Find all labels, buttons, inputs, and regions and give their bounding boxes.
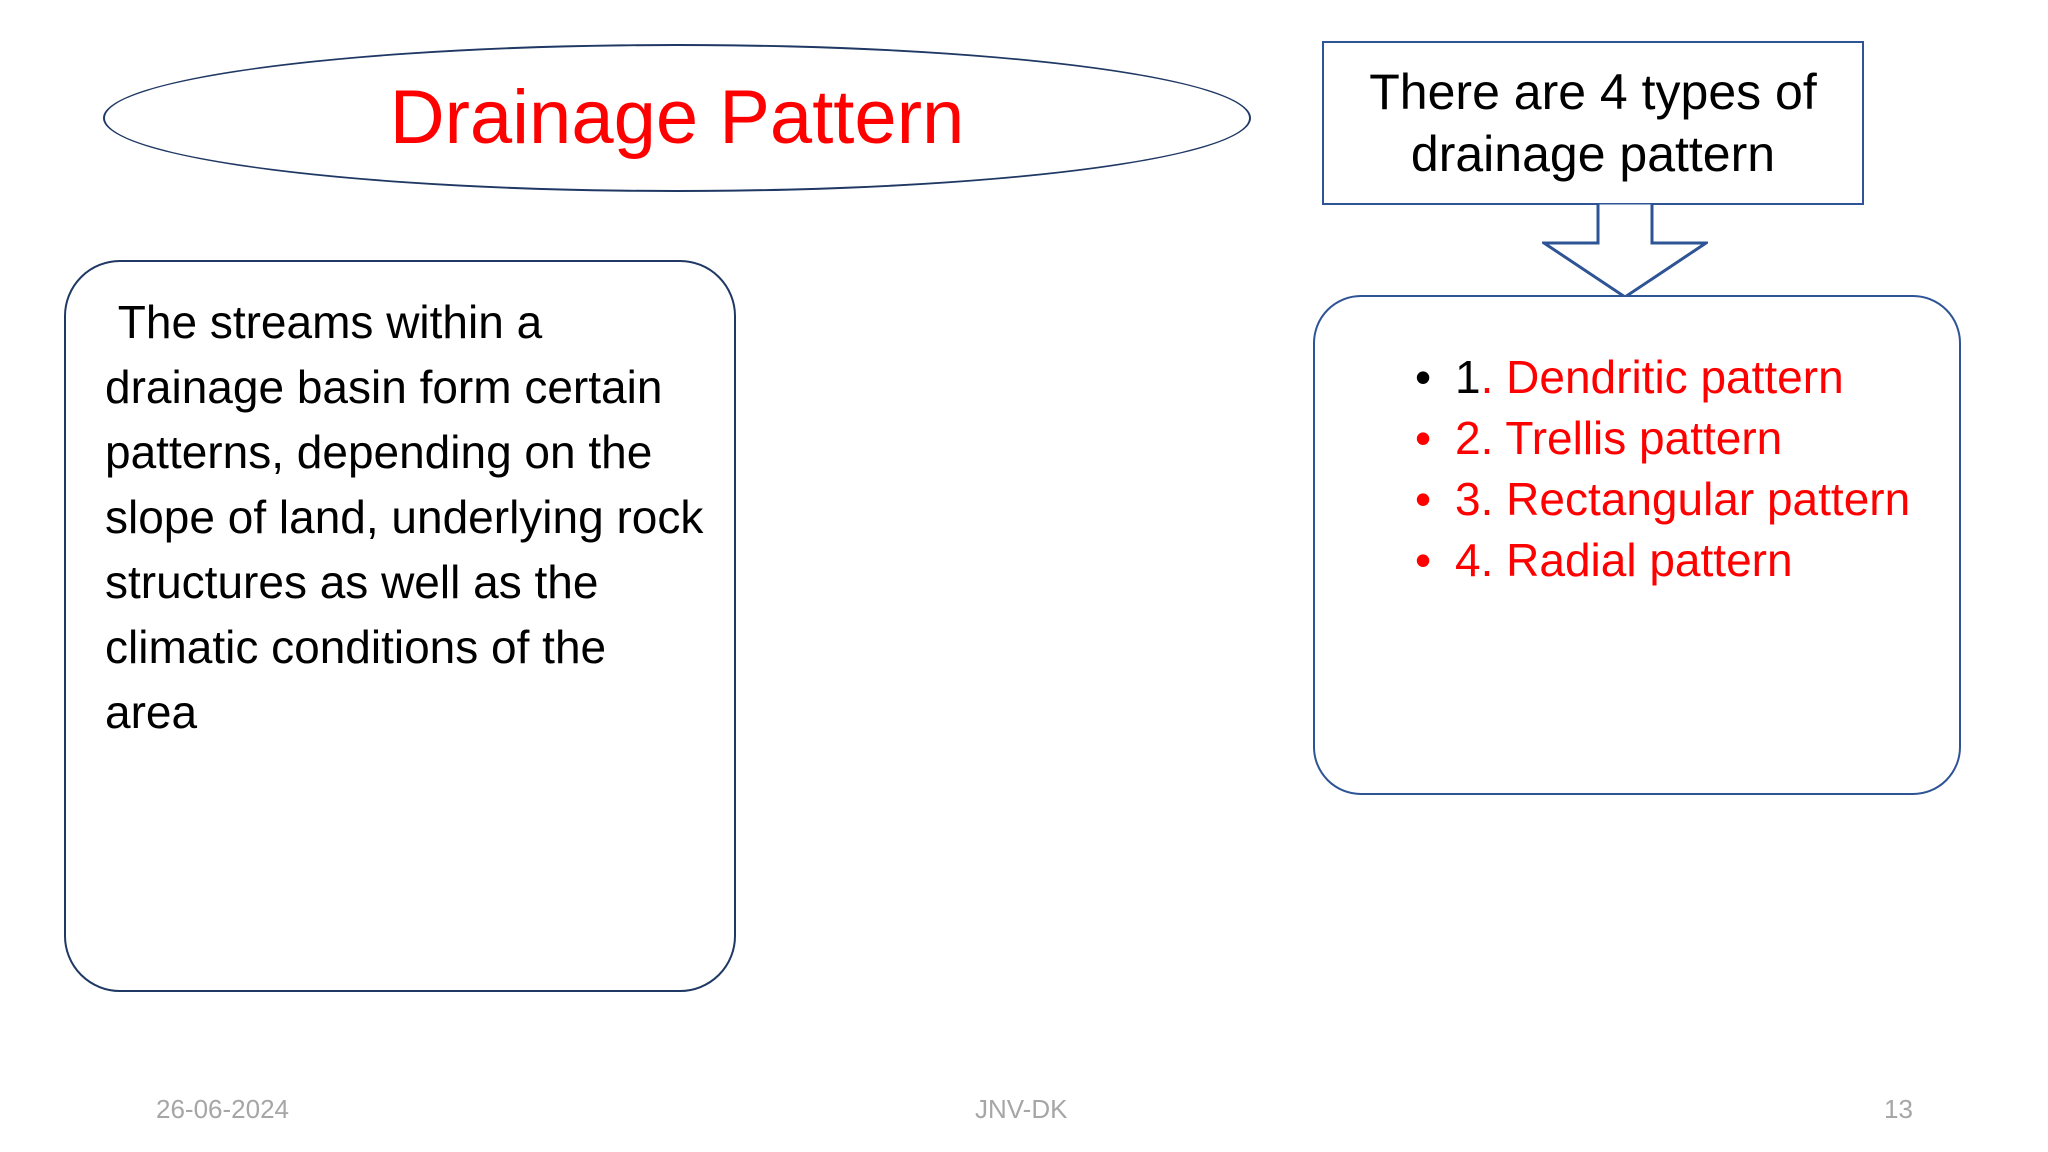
list-item: • 4. Radial pattern bbox=[1395, 531, 1935, 589]
description-text: The streams within a drainage basin form… bbox=[105, 296, 704, 738]
list-item: • 3. Rectangular pattern bbox=[1395, 470, 1935, 528]
bullet-icon: • bbox=[1415, 534, 1432, 586]
bullet-icon: • bbox=[1415, 351, 1432, 403]
list-item-label: . Rectangular pattern bbox=[1480, 473, 1911, 525]
description-box-shape bbox=[64, 260, 736, 992]
list-item-label: . Radial pattern bbox=[1480, 534, 1793, 586]
types-callout-line-2: drainage pattern bbox=[1410, 126, 1776, 182]
list-item: • 1. Dendritic pattern bbox=[1395, 348, 1935, 406]
footer-date: 26-06-2024 bbox=[156, 1094, 289, 1124]
page-title: Drainage Pattern bbox=[389, 75, 965, 161]
types-callout-line-1: There are 4 types of bbox=[1369, 64, 1817, 120]
footer-page-number: 13 bbox=[1884, 1094, 1913, 1124]
down-arrow-icon bbox=[1542, 203, 1708, 299]
list-item-label: . Trellis pattern bbox=[1480, 412, 1783, 464]
pattern-list: • 1. Dendritic pattern • 2. Trellis patter… bbox=[1395, 348, 1935, 592]
list-item-number: 1 bbox=[1455, 351, 1481, 403]
list-item-number: 3 bbox=[1455, 473, 1481, 525]
list-item: • 2. Trellis pattern bbox=[1395, 409, 1935, 467]
bullet-icon: • bbox=[1415, 412, 1432, 464]
title-ellipse-shape bbox=[103, 44, 1251, 192]
list-item-label: . Dendritic pattern bbox=[1480, 351, 1844, 403]
footer-organization: JNV-DK bbox=[975, 1094, 1068, 1124]
list-item-number: 4 bbox=[1455, 534, 1481, 586]
bullet-icon: • bbox=[1415, 473, 1432, 525]
list-item-number: 2 bbox=[1455, 412, 1481, 464]
types-callout-box-shape bbox=[1322, 41, 1864, 205]
pattern-list-box-shape bbox=[1313, 295, 1961, 795]
types-callout-text: There are 4 types of drainage pattern bbox=[1322, 41, 1864, 205]
